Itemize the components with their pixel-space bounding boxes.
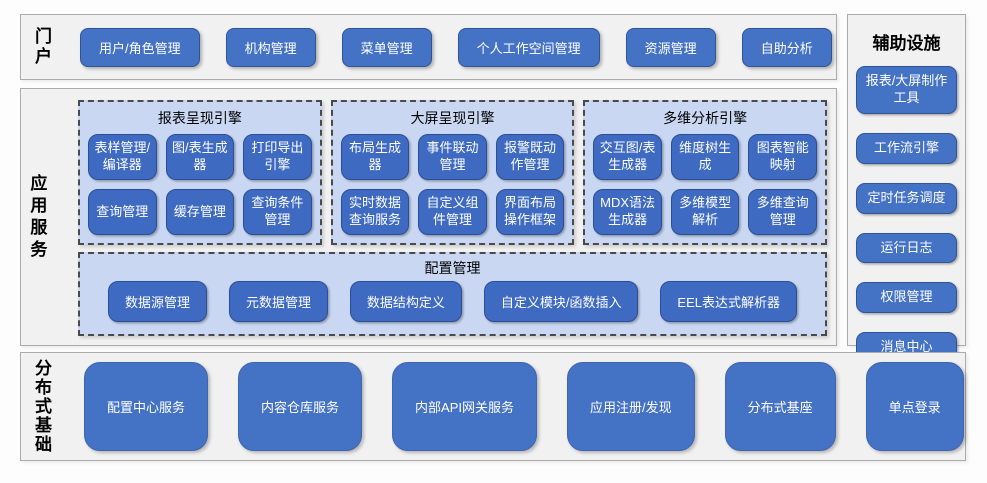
- engine-block: 布局生成器: [340, 134, 410, 180]
- engine-multidim-analysis: 多维分析引擎 交互图/表生成器维度树生成图表智能映射 MDX语法生成器多维模型解析…: [583, 100, 828, 245]
- engine-block: 多维查询管理: [748, 189, 817, 235]
- portal-block: 菜单管理: [341, 27, 432, 67]
- engine-block: MDX语法生成器: [593, 189, 662, 235]
- portal-block: 机构管理: [225, 27, 316, 67]
- section-app-services-label: 应用服务: [30, 173, 48, 260]
- portal-block: 自助分析: [741, 27, 832, 67]
- portal-blocks: 用户/角色管理机构管理菜单管理个人工作空间管理资源管理自助分析: [80, 27, 832, 67]
- foundation-blocks: 配置中心服务内容仓库服务内部API网关服务应用注册/发现分布式基座单点登录: [84, 362, 964, 451]
- foundation-block: 内容仓库服务: [238, 362, 363, 451]
- app-services-content: 报表呈现引擎 表样管理/编译器图/表生成器打印导出引擎查询管理缓存管理查询条件管…: [78, 100, 828, 336]
- engine-block: 交互图/表生成器: [593, 134, 662, 180]
- engine-block: 图表智能映射: [748, 134, 817, 180]
- config-block: EEL表达式解析器: [660, 281, 797, 322]
- engine-block: 报警既动作管理: [495, 134, 565, 180]
- portal-block: 个人工作空间管理: [457, 27, 600, 67]
- engine-title: 报表呈现引擎: [157, 110, 242, 126]
- foundation-block: 配置中心服务: [84, 362, 209, 451]
- engine-panels: 报表呈现引擎 表样管理/编译器图/表生成器打印导出引擎查询管理缓存管理查询条件管…: [78, 100, 828, 245]
- auxiliary-blocks: 报表/大屏制作工具工作流引擎定时任务调度运行日志权限管理消息中心: [856, 66, 957, 364]
- engine-block: 图/表生成器: [165, 134, 235, 180]
- engine-title: 多维分析引擎: [663, 110, 748, 126]
- engine-block: 缓存管理: [165, 189, 235, 235]
- auxiliary-block: 运行日志: [856, 232, 957, 264]
- auxiliary-block: 权限管理: [856, 282, 957, 314]
- auxiliary-block: 定时任务调度: [856, 182, 957, 214]
- portal-block: 用户/角色管理: [80, 27, 200, 67]
- engine-block: 实时数据查询服务: [340, 189, 410, 235]
- section-foundation: 分布式基础 配置中心服务内容仓库服务内部API网关服务应用注册/发现分布式基座单…: [20, 352, 966, 461]
- engine-block: 维度树生成: [670, 134, 740, 180]
- config-management-panel: 配置管理 数据源管理元数据管理数据结构定义自定义模块/函数插入 EEL表达式解析器: [78, 252, 827, 336]
- config-management-title: 配置管理: [424, 260, 481, 276]
- section-auxiliary: 辅助设施 报表/大屏制作工具工作流引擎定时任务调度运行日志权限管理消息中心: [847, 14, 966, 364]
- foundation-block: 分布式基座: [724, 362, 836, 451]
- portal-block: 资源管理: [625, 27, 716, 67]
- engine-block: 打印导出引擎: [243, 134, 312, 180]
- section-portal: 门户 用户/角色管理机构管理菜单管理个人工作空间管理资源管理自助分析: [20, 14, 837, 80]
- config-block: 元数据管理: [228, 281, 328, 322]
- auxiliary-block: 工作流引擎: [856, 132, 957, 164]
- config-block: 数据源管理: [108, 281, 208, 322]
- engine-report-presentation: 报表呈现引擎 表样管理/编译器图/表生成器打印导出引擎查询管理缓存管理查询条件管…: [78, 100, 322, 245]
- engine-blocks: 表样管理/编译器图/表生成器打印导出引擎查询管理缓存管理查询条件管理: [88, 134, 312, 235]
- section-portal-label: 门户: [35, 27, 52, 66]
- engine-block: 查询管理: [88, 189, 157, 235]
- engine-title: 大屏呈现引擎: [410, 110, 495, 126]
- engine-blocks: 布局生成器事件联动管理报警既动作管理实时数据查询服务自定义组件管理界面布局操作框…: [340, 134, 565, 235]
- engine-block: 自定义组件管理: [418, 189, 487, 235]
- engine-block: 界面布局操作框架: [495, 189, 565, 235]
- auxiliary-block: 报表/大屏制作工具: [856, 66, 957, 114]
- engine-block: 表样管理/编译器: [88, 134, 157, 180]
- engine-blocks: 交互图/表生成器维度树生成图表智能映射 MDX语法生成器多维模型解析多维查询管理: [593, 134, 817, 235]
- foundation-block: 应用注册/发现: [567, 362, 695, 451]
- section-app-services: 应用服务 报表呈现引擎 表样管理/编译器图/表生成器打印导出引擎查询管理缓存管理…: [20, 88, 837, 346]
- section-auxiliary-label: 辅助设施: [872, 34, 941, 53]
- section-foundation-label: 分布式基础: [35, 358, 52, 455]
- foundation-block: 内部API网关服务: [392, 362, 537, 451]
- config-block: 自定义模块/函数插入: [483, 281, 639, 322]
- engine-block: 查询条件管理: [243, 189, 312, 235]
- config-block: 数据结构定义: [349, 281, 462, 322]
- engine-bigscreen-presentation: 大屏呈现引擎 布局生成器事件联动管理报警既动作管理实时数据查询服务自定义组件管理…: [330, 100, 575, 245]
- engine-block: 多维模型解析: [670, 189, 740, 235]
- engine-block: 事件联动管理: [418, 134, 487, 180]
- foundation-block: 单点登录: [865, 362, 964, 451]
- config-blocks: 数据源管理元数据管理数据结构定义自定义模块/函数插入 EEL表达式解析器: [108, 279, 797, 324]
